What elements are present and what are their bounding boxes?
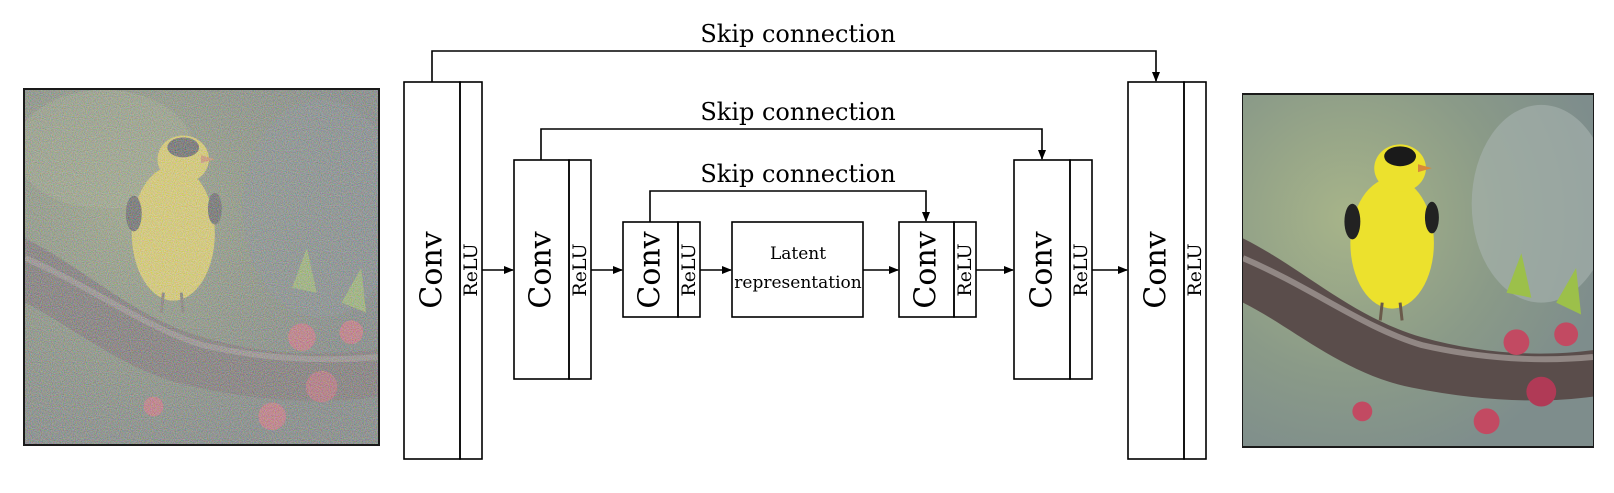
relu-label: ReLU [954,243,976,296]
conv-label: Conv [1025,231,1060,308]
noisy-input-image [23,88,380,446]
relu-label: ReLU [569,243,591,296]
denoised-output-image [1242,93,1594,448]
decoder-3-relu-box [1183,81,1207,460]
noisy-bird-photo [25,90,378,444]
conv-label: Conv [1139,231,1174,308]
conv-label: Conv [415,231,450,308]
skip-connection-label: Skip connection [700,20,895,48]
conv-label: Conv [633,231,668,308]
relu-label: ReLU [1070,243,1092,296]
conv-label: Conv [909,231,944,308]
skip-connection-arrow-outer [431,50,1160,82]
denoised-bird-photo [1243,95,1593,446]
conv-label: Conv [524,231,559,308]
skip-connection-label: Skip connection [700,98,895,126]
latent-label-line1: Latent [770,244,826,264]
skip-connection-arrow-middle [540,128,1046,160]
relu-label: ReLU [460,243,482,296]
relu-label: ReLU [678,243,700,296]
skip-connection-label: Skip connection [700,160,895,188]
latent-label-line2: representation [734,273,861,293]
relu-label: ReLU [1184,243,1206,296]
skip-connection-arrow-inner [649,190,930,222]
latent-representation-box [731,221,864,318]
